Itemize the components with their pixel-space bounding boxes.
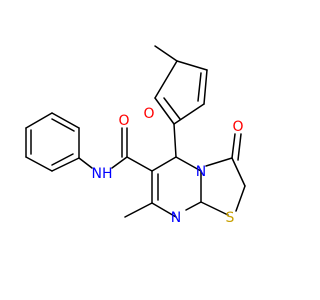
ring-nitrogen-label: N <box>196 164 206 180</box>
bond-lines <box>25 45 246 218</box>
sulfur-label: S <box>226 210 235 226</box>
molecule-drawing: O O NH O N N S <box>25 45 246 226</box>
amide-nh-label: NH <box>92 166 113 182</box>
amide-oxygen-label: O <box>118 113 129 129</box>
ketone-oxygen-label: O <box>232 119 243 135</box>
furan-oxygen-label: O <box>143 106 154 122</box>
imine-nitrogen-label: N <box>171 210 181 226</box>
structure-canvas: O O NH O N N S <box>25 45 246 226</box>
